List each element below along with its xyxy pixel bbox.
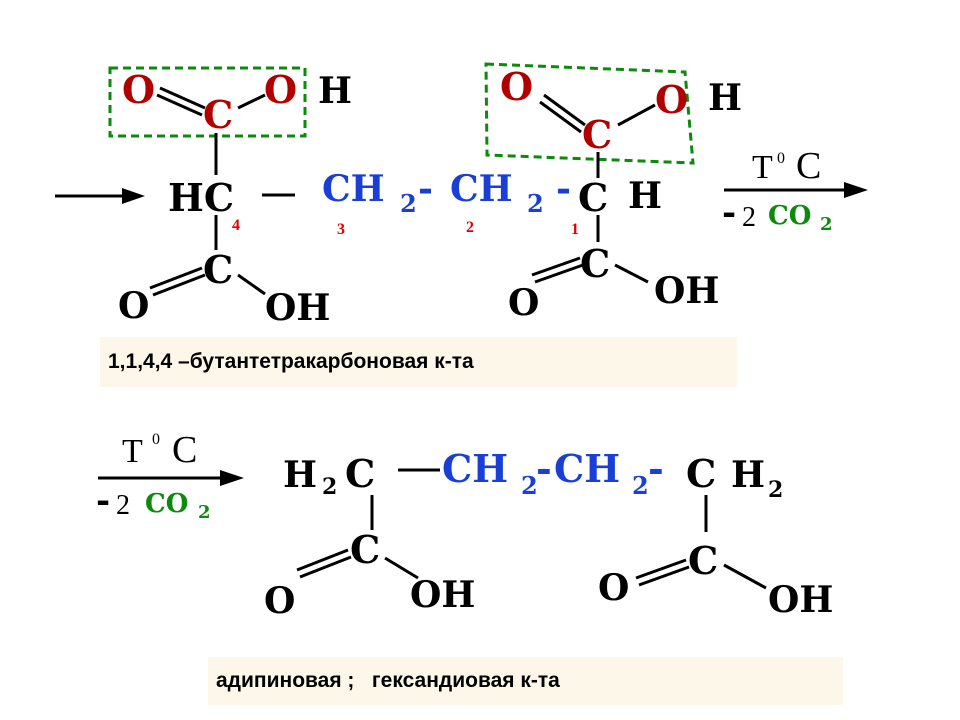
bottom-conditions: T 0 C - 2 CO 2: [96, 429, 244, 523]
left-ctop-atom: C: [203, 92, 233, 137]
bottom-right-o: O: [598, 567, 629, 609]
bottom-ch2-b: CH: [554, 446, 620, 491]
bottom-h-right: H: [731, 454, 765, 496]
svg-text:CO: CO: [145, 489, 188, 519]
right-h-atom: H: [708, 77, 742, 119]
svg-text:T: T: [122, 433, 143, 470]
right-ohbottom-atom: OH: [654, 270, 719, 312]
svg-text:2: 2: [198, 502, 211, 523]
caption-adipic: адипиновая ; гександиовая к-та: [208, 657, 843, 705]
right-ctop-atom: C: [582, 112, 612, 157]
right-obottom-atom: O: [508, 282, 539, 324]
bottom-sub-b: 2: [632, 471, 649, 500]
top-conditions: T 0 C - 2 CO 2: [722, 145, 868, 235]
bottom-mid-dash: -: [536, 446, 552, 491]
bottom-right-oh: OH: [768, 579, 833, 621]
bottom-end-dash: -: [648, 446, 664, 491]
caption-butanetetracarboxylic: 1,1,4,4 –бутантетракарбоновая к-та: [100, 337, 737, 387]
chain-sub-a: 2: [400, 189, 417, 218]
svg-text:C: C: [796, 145, 821, 187]
chain-dash-b: -: [556, 168, 571, 210]
svg-text:-: -: [96, 481, 110, 521]
svg-text:0: 0: [152, 431, 160, 448]
svg-text:0: 0: [777, 150, 785, 167]
bottom-left-c: C: [350, 527, 380, 572]
svg-text:T: T: [752, 149, 773, 186]
svg-text:-: -: [722, 193, 736, 233]
chain-ch2-b: CH: [450, 168, 513, 210]
left-h-atom: H: [318, 70, 352, 112]
right-o2-atom: O: [655, 77, 688, 122]
chain-ch2-a: CH: [322, 168, 385, 210]
bottom-h-left: H: [283, 454, 317, 496]
left-obottom-atom: O: [118, 285, 149, 327]
svg-text:CO: CO: [768, 201, 811, 231]
left-carboxyl-box: [108, 66, 307, 138]
right-o1-atom: O: [500, 64, 533, 109]
left-o1-atom: O: [122, 67, 155, 112]
svg-text:2: 2: [742, 202, 756, 233]
chain-dash-a: -: [418, 168, 433, 210]
left-cbottom-atom: C: [203, 247, 233, 292]
bottom-c-left: C: [345, 451, 375, 496]
bottom-sub-left: 2: [322, 474, 337, 500]
bottom-left-o: O: [264, 580, 295, 622]
left-o2-atom: O: [264, 67, 297, 112]
left-ohbottom-atom: OH: [265, 287, 330, 329]
bottom-ch2-a: CH: [442, 446, 508, 491]
left-hc-atom: HC: [168, 175, 234, 220]
bottom-c-right: C: [686, 451, 716, 496]
carbon-number-1: 1: [571, 221, 579, 238]
bottom-sub-a: 2: [521, 471, 538, 500]
carbon-number-3: 3: [337, 221, 345, 238]
bottom-left-oh: OH: [410, 574, 475, 616]
carbon-number-4: 4: [232, 217, 240, 234]
svg-text:2: 2: [116, 490, 130, 521]
svg-text:C: C: [172, 429, 197, 471]
right-hmid-atom: H: [628, 175, 662, 217]
svg-text:2: 2: [820, 214, 833, 235]
incoming-arrow: [55, 188, 145, 204]
right-cmid-atom: C: [578, 175, 608, 220]
right-cbottom-atom: C: [580, 241, 610, 286]
right-carboxyl-box: [484, 62, 695, 165]
bottom-right-c: C: [688, 538, 718, 583]
chain-sub-b: 2: [527, 189, 544, 218]
bottom-sub-right: 2: [768, 477, 783, 503]
carbon-number-2: 2: [466, 219, 474, 236]
